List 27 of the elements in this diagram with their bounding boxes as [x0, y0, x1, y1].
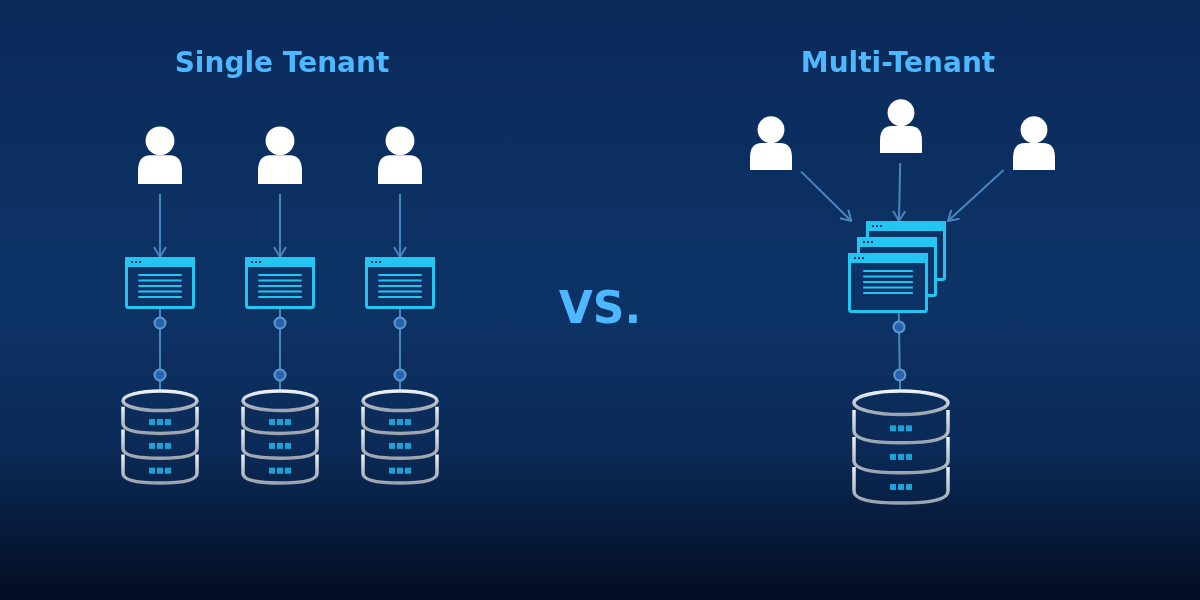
connector-line: [273, 308, 287, 390]
connector-line: [393, 308, 407, 390]
arrow: [947, 168, 1005, 223]
database-icon: [241, 389, 319, 487]
arrow: [800, 170, 853, 222]
database-icon: [852, 389, 950, 507]
person-icon: [748, 114, 794, 170]
person-icon: [376, 124, 424, 184]
database-icon: [361, 389, 439, 487]
arrow: [153, 193, 167, 258]
versus-label: VS.: [558, 281, 642, 333]
connector-line: [153, 308, 167, 390]
person-icon: [256, 124, 304, 184]
stacked-app-windows-icon: [848, 221, 948, 313]
section-heading: Multi-Tenant: [800, 45, 996, 79]
section-heading: Single Tenant: [174, 45, 390, 79]
connector-line: [892, 312, 907, 390]
app-window-icon: [125, 257, 195, 309]
database-icon: [121, 389, 199, 487]
person-icon: [1011, 114, 1057, 170]
person-icon: [136, 124, 184, 184]
arrow: [892, 162, 907, 222]
arrow: [273, 193, 287, 258]
app-window-icon: [245, 257, 315, 309]
person-icon: [878, 97, 924, 153]
arrow: [393, 193, 407, 258]
app-window-icon: [365, 257, 435, 309]
